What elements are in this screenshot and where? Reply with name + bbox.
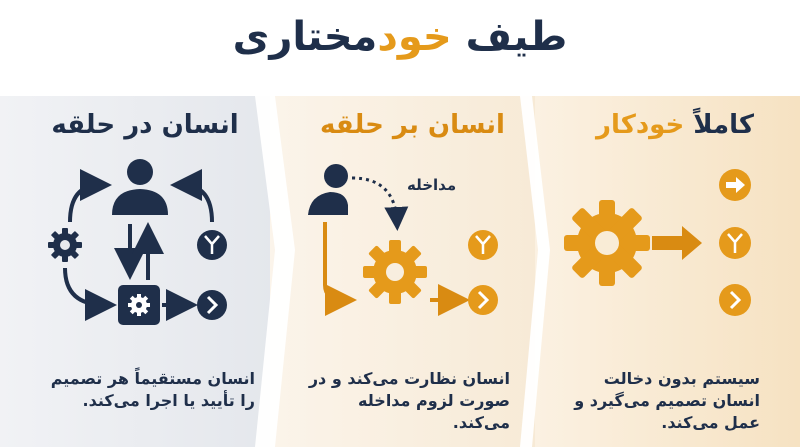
title-part-1: طیف <box>451 14 568 60</box>
arrow-gear-to-person <box>68 169 112 223</box>
arrow-person-to-gear <box>323 222 357 316</box>
intervene-label: مداخله <box>407 176 457 194</box>
heading-human-on-loop: انسان بر حلقه <box>320 110 505 140</box>
chevron-right-icon-right <box>719 284 751 316</box>
arrow-gear-to-box <box>63 267 117 321</box>
person-icon <box>112 159 168 215</box>
gear-box-icon <box>118 285 160 325</box>
title-part-3: مختاری <box>232 14 378 60</box>
person-observer-icon <box>308 164 348 215</box>
title-part-2: خود <box>377 14 452 60</box>
arrow-right-thick <box>652 226 702 260</box>
page-title: طیف خودمختاری <box>0 14 800 60</box>
description-human-on-loop: انسان نظارت می‌کند و در صورت لزوم مداخله… <box>308 369 510 432</box>
description-fully-autonomous: سیستم بدون دخالت انسان تصمیم می‌گیرد و ع… <box>574 369 760 432</box>
gear-icon-middle <box>363 240 427 304</box>
description-human-in-loop: انسان مستقیماً هر تصمیم را تأیید یا اجرا… <box>50 369 255 410</box>
branch-icon-middle <box>468 230 498 260</box>
heading-fully-autonomous: کاملاً خودکار <box>555 110 795 140</box>
gear-icon-small <box>48 228 82 262</box>
chevron-right-icon-left <box>197 290 227 320</box>
branch-icon-right <box>719 227 751 259</box>
arrow-intervene-dashed <box>351 176 409 231</box>
heading-right-part-1: کاملاً <box>684 110 754 140</box>
gear-icon-large <box>564 200 650 286</box>
separator-chevron-1 <box>255 96 295 447</box>
separator-chevron-2 <box>520 96 550 447</box>
heading-human-in-loop: انسان در حلقه <box>51 110 239 140</box>
branch-icon-left <box>197 230 227 260</box>
heading-right-part-2: خودکار <box>595 110 685 140</box>
arrow-right-icon-right <box>719 169 751 201</box>
chevron-right-icon-middle <box>468 285 498 315</box>
arrow-branch-to-person <box>170 169 214 223</box>
